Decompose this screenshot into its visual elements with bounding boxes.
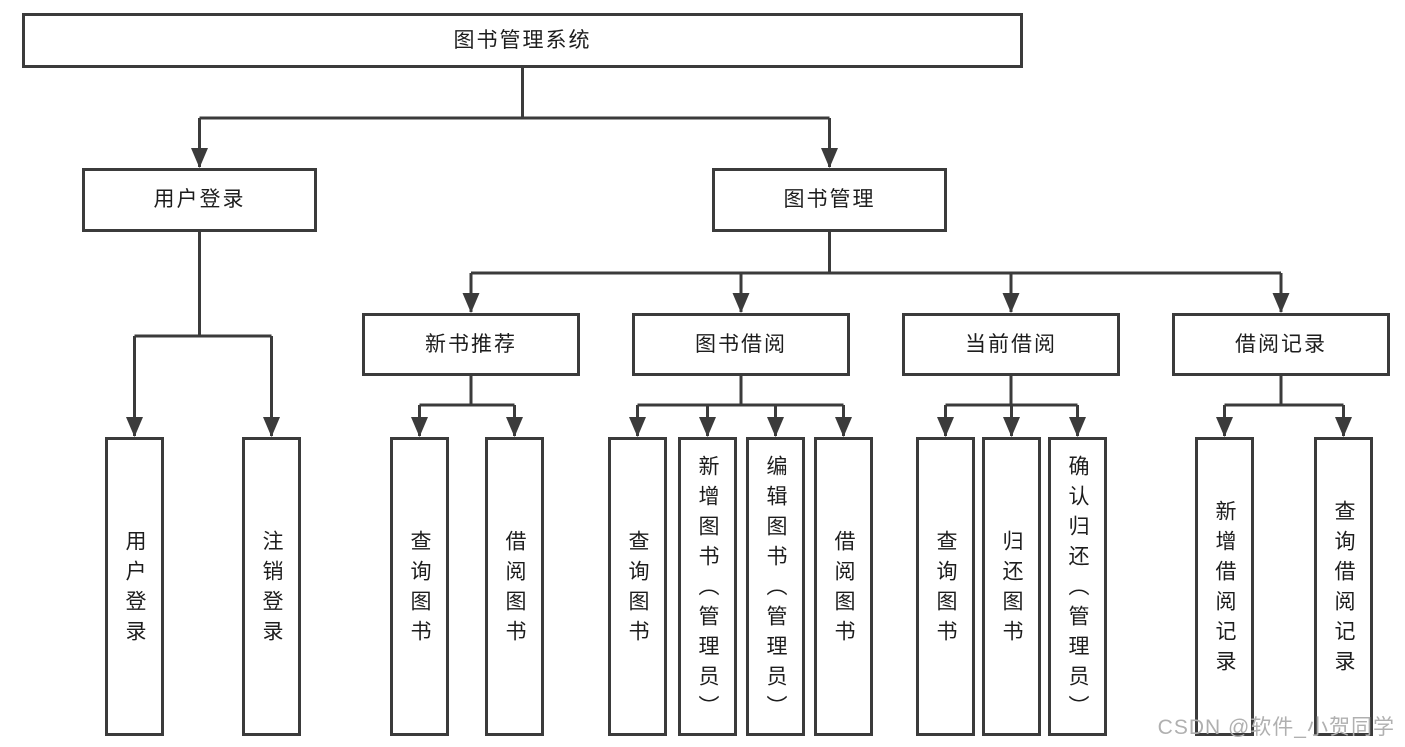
connector-root-to-level2 xyxy=(191,68,838,168)
leaf-confirm-return-admin: 确认归还（管理员） xyxy=(1048,437,1107,736)
leaf-borrow-books-recommend: 借阅图书 xyxy=(485,437,544,736)
connector-current-borrow-children xyxy=(937,376,1086,437)
leaf-query-books-recommend: 查询图书 xyxy=(390,437,449,736)
leaf-edit-book-admin: 编辑图书（管理员） xyxy=(746,437,805,736)
leaf-logout: 注销登录 xyxy=(242,437,301,736)
leaf-return-book: 归还图书 xyxy=(982,437,1041,736)
node-book-borrowing: 图书借阅 xyxy=(632,313,850,376)
leaf-add-borrow-record: 新增借阅记录 xyxy=(1195,437,1254,736)
node-current-borrowing: 当前借阅 xyxy=(902,313,1120,376)
node-root-system-title: 图书管理系统 xyxy=(22,13,1023,68)
leaf-user-login: 用户登录 xyxy=(105,437,164,736)
connector-borrow-records-children xyxy=(1216,376,1352,437)
leaf-query-borrow-record: 查询借阅记录 xyxy=(1314,437,1373,736)
connector-user-login-children xyxy=(126,232,280,437)
connector-book-borrow-children xyxy=(629,376,852,437)
csdn-watermark: CSDN @软件_小贺同学 xyxy=(1157,716,1395,739)
leaf-add-book-admin: 新增图书（管理员） xyxy=(678,437,737,736)
connector-book-mgmt-children xyxy=(462,232,1290,313)
leaf-query-books-current: 查询图书 xyxy=(916,437,975,736)
node-borrow-records: 借阅记录 xyxy=(1172,313,1390,376)
node-new-book-recommend: 新书推荐 xyxy=(362,313,580,376)
connector-new-rec-children xyxy=(411,376,523,437)
leaf-query-books-borrowing: 查询图书 xyxy=(608,437,667,736)
node-user-login: 用户登录 xyxy=(82,168,317,232)
leaf-borrow-books-borrowing: 借阅图书 xyxy=(814,437,873,736)
node-book-management: 图书管理 xyxy=(712,168,947,232)
